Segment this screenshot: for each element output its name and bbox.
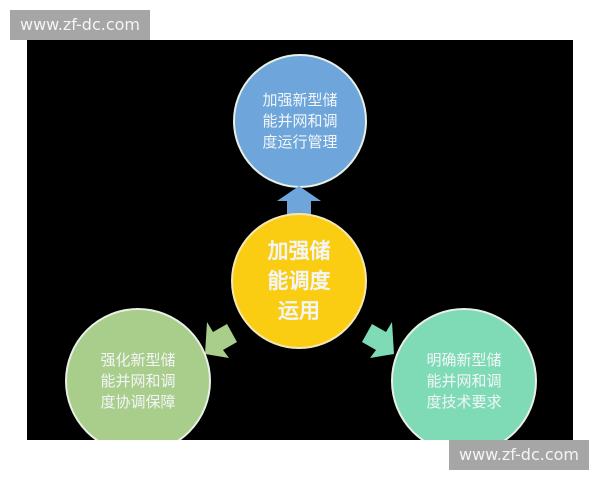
- arrow-down-left-icon: [205, 322, 237, 358]
- node-bottom-left-circle: 强化新型储 能并网和调 度协调保障: [65, 308, 211, 440]
- center-circle: 加强储 能调度 运用: [231, 213, 367, 349]
- diagram-panel: 加强新型储 能并网和调 度运行管理 加强储 能调度 运用 强化新型储 能并网和调…: [27, 40, 573, 440]
- node-top-circle: 加强新型储 能并网和调 度运行管理: [233, 54, 367, 188]
- node-bottom-left-label: 强化新型储 能并网和调 度协调保障: [100, 350, 176, 411]
- center-label: 加强储 能调度 运用: [267, 239, 331, 323]
- arrow-down-right-icon: [362, 322, 394, 358]
- node-top-label: 加强新型储 能并网和调 度运行管理: [262, 90, 338, 151]
- watermark-bottom: www.zf-dc.com: [449, 440, 589, 470]
- watermark-top: www.zf-dc.com: [10, 10, 150, 40]
- node-bottom-right-circle: 明确新型储 能并网和调 度技术要求: [391, 308, 537, 440]
- node-bottom-right-label: 明确新型储 能并网和调 度技术要求: [426, 350, 502, 411]
- arrow-up-icon: [277, 186, 321, 216]
